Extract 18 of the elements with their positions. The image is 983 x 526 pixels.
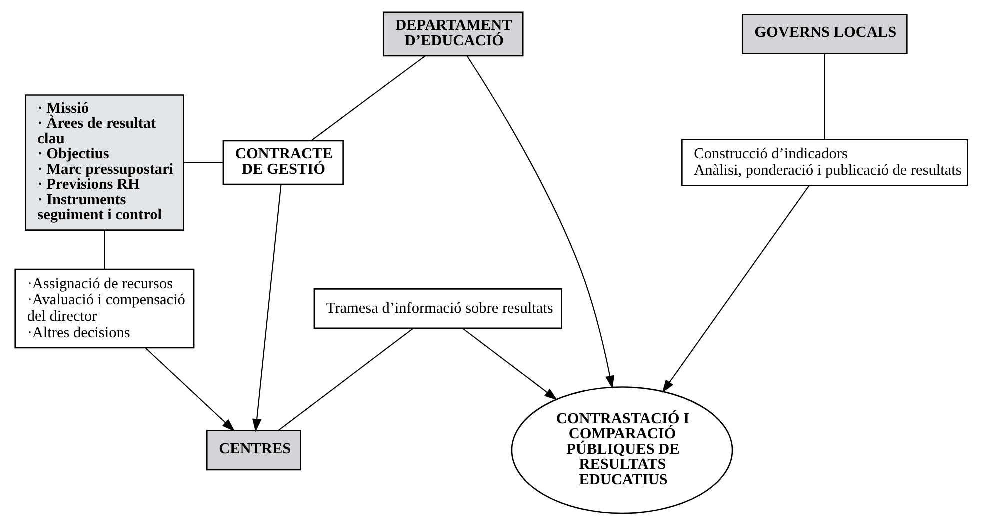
node-box: ·Assignació de recursos ·Avaluació i compensació del director ·Altres decisions <box>14 268 195 349</box>
connector <box>311 56 426 142</box>
connector <box>824 54 826 140</box>
connector <box>184 162 224 164</box>
node-box: Tramesa d’informació sobre resultats <box>314 288 562 330</box>
node-box: · Missió · Àrees de resultat clau · Objectius · Marc pressupostari · Previsions RH · Instruments seguiment i control <box>25 94 184 231</box>
node-box: DEPARTAMENT D’EDUCACIÓ <box>382 12 524 57</box>
arrow <box>462 328 558 400</box>
arrow <box>662 185 810 394</box>
node-box: Construcció d’indicadors Anàlisi, ponderació i publicació de resultats <box>682 139 968 186</box>
node-box: CENTRES <box>206 430 302 471</box>
node-box: CONTRACTE DE GESTIÓ <box>222 140 344 186</box>
connector <box>104 230 106 270</box>
connector <box>278 328 414 432</box>
arrow <box>146 348 236 432</box>
arrow <box>466 56 615 389</box>
node-box: GOVERNS LOCALS <box>742 14 908 54</box>
arrow <box>252 184 282 432</box>
